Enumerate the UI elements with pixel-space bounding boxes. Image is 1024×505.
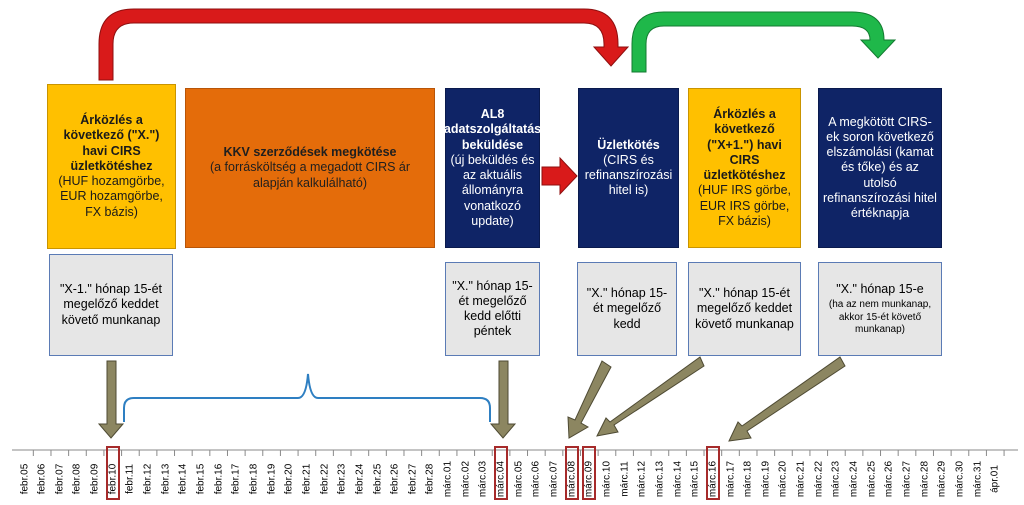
note-x-1-month-text: "X-1." hónap 15-ét megelőző keddet követ… [60, 282, 162, 327]
timeline-date-label: márc.31 [972, 460, 984, 498]
note-x-month-friday: "X." hónap 15-ét megelőző kedd előtti pé… [445, 262, 540, 356]
timeline-date-label: márc.26 [883, 460, 895, 498]
timeline-date-label: márc.06 [530, 460, 542, 498]
timeline-date-label: febr.07 [54, 463, 66, 495]
box-price-quote-x1-title: Árközlés a következő ("X+1.") havi CIRS … [703, 107, 786, 182]
timeline-date-label: ápr.01 [989, 465, 1001, 493]
timeline-date-label: febr.20 [283, 463, 295, 495]
note-x-month-friday-text: "X." hónap 15-ét megelőző kedd előtti pé… [452, 278, 533, 339]
note-x-month-workday: "X." hónap 15-ét megelőző keddet követő … [688, 262, 801, 356]
timeline-date-label: márc.01 [442, 460, 454, 498]
timeline-date-label: márc.02 [460, 460, 472, 498]
timeline-date-label: febr.26 [389, 463, 401, 495]
timeline-date-label: márc.03 [477, 460, 489, 498]
timeline-date-label: márc.25 [866, 460, 878, 498]
box-al8-report-sub: (új beküldés és az aktuális állományra v… [450, 152, 535, 228]
timeline-date-label: márc.22 [813, 460, 825, 498]
timeline-date-label: febr.17 [230, 463, 242, 495]
box-price-quote-x-sub: (HUF hozamgörbe, EUR hozamgörbe, FX bázi… [58, 174, 165, 219]
timeline-date-label: márc.23 [830, 460, 842, 498]
note-x-1-month: "X-1." hónap 15-ét megelőző keddet követ… [49, 254, 173, 356]
timeline-date-label: febr.11 [124, 464, 136, 494]
timeline-date-label: márc.11 [619, 461, 631, 497]
timeline-date: ápr.01 [985, 458, 1005, 500]
timeline-date-label: márc.07 [548, 460, 560, 498]
timeline-date-highlight [705, 446, 720, 500]
note-x-month-tuesday: "X." hónap 15-ét megelőző kedd [577, 262, 677, 356]
timeline-date-label: márc.12 [636, 460, 648, 498]
timeline-date-label: márc.29 [936, 460, 948, 498]
timeline-date-label: márc.19 [760, 460, 772, 498]
timeline-date-label: márc.05 [513, 460, 525, 498]
red-curved-arrow [105, 15, 627, 78]
olive-down-arrow-1 [97, 360, 125, 439]
timeline-date-label: febr.16 [213, 463, 225, 495]
timeline-date-label: márc.21 [795, 460, 807, 498]
timeline-date-label: márc.10 [601, 460, 613, 498]
box-price-quote-x: Árközlés a következő ("X.") havi CIRS üz… [47, 84, 176, 249]
box-trade-title: Üzletkötés [597, 137, 660, 152]
timeline-date-highlight [582, 446, 597, 500]
note-x-month-15-small: (ha az nem munkanap, akkor 15-ét követő … [828, 299, 932, 335]
timeline-date-label: febr.05 [19, 463, 30, 495]
olive-diag-arrow-6 [728, 356, 846, 442]
box-al8-report: AL8 adatszolgáltatás beküldése (új bekül… [443, 88, 542, 248]
timeline-date-label: febr.24 [354, 463, 366, 495]
olive-down-arrow-3 [489, 360, 517, 439]
timeline-date-label: febr.14 [177, 463, 189, 495]
timeline-date-label: márc.24 [848, 460, 860, 498]
timeline-date-label: márc.27 [901, 460, 913, 498]
box-kkv-contracts: KKV szerződések megkötése (a forráskölts… [185, 88, 435, 248]
timeline-date-label: márc.15 [689, 460, 701, 498]
timeline-date-label: febr.28 [424, 463, 436, 495]
timeline-date-label: febr.18 [248, 463, 260, 495]
green-curved-arrow [631, 11, 897, 73]
box-price-quote-x1: Árközlés a következő ("X+1.") havi CIRS … [688, 88, 801, 248]
note-x-month-15: "X." hónap 15-e (ha az nem munkanap, akk… [818, 262, 942, 356]
box-kkv-contracts-title: KKV szerződések megkötése [223, 145, 397, 160]
timeline-date-label: febr.23 [336, 463, 348, 495]
timeline-date-label: febr.15 [195, 463, 207, 495]
timeline-date-label: márc.14 [672, 460, 684, 498]
timeline-date-label: márc.17 [725, 460, 736, 498]
timeline-date-highlight [494, 446, 509, 500]
timeline-date-label: febr.12 [142, 463, 154, 495]
timeline-date-highlight [564, 446, 579, 500]
note-x-month-tuesday-text: "X." hónap 15-ét megelőző kedd [586, 286, 668, 331]
timeline-date-label: márc.28 [919, 460, 931, 498]
timeline-date-label: febr.27 [407, 463, 419, 495]
box-trade-sub: (CIRS és refinanszírozási hitel is) [584, 152, 673, 198]
timeline-date-highlight [105, 446, 120, 500]
box-settlement: A megkötött CIRS-ek soron következő elsz… [818, 88, 942, 248]
olive-diag-arrow-5 [596, 356, 705, 437]
box-al8-report-title: AL8 adatszolgáltatás beküldése [443, 107, 542, 152]
timeline-tick-marks [32, 450, 1005, 456]
timeline-date-label: febr.13 [160, 463, 172, 495]
note-x-month-workday-text: "X." hónap 15-ét megelőző keddet követő … [695, 286, 794, 331]
timeline-date-label: febr.08 [71, 463, 83, 495]
timeline-date-label: márc.30 [954, 460, 966, 498]
box-kkv-contracts-sub: (a forrásköltség a megadott CIRS ár alap… [209, 160, 411, 190]
timeline-date-label: márc.20 [777, 460, 789, 498]
timeline-date-label: febr.09 [89, 463, 101, 495]
timeline-date-label: febr.19 [266, 463, 278, 495]
red-right-arrow [541, 156, 578, 196]
box-price-quote-x1-sub: (HUF IRS görbe, EUR IRS görbe, FX bázis) [697, 183, 792, 228]
timeline-date-label: márc.13 [654, 460, 666, 498]
note-x-month-15-text: "X." hónap 15-e [836, 282, 924, 297]
period-brace [123, 373, 491, 422]
red-curved-arrow-body [98, 8, 630, 81]
box-trade: Üzletkötés (CIRS és refinanszírozási hit… [578, 88, 679, 248]
timeline-date-label: febr.21 [301, 463, 313, 495]
timeline-date-label: márc.18 [742, 460, 754, 498]
box-settlement-text: A megkötött CIRS-ek soron következő elsz… [823, 114, 937, 221]
olive-diag-arrow-4 [567, 360, 612, 439]
timeline-date-label: febr.25 [372, 463, 383, 495]
timeline-date-label: febr.06 [36, 463, 48, 495]
box-price-quote-x-title: Árközlés a következő ("X.") havi CIRS üz… [63, 113, 160, 173]
timeline-date-label: febr.22 [319, 463, 331, 495]
